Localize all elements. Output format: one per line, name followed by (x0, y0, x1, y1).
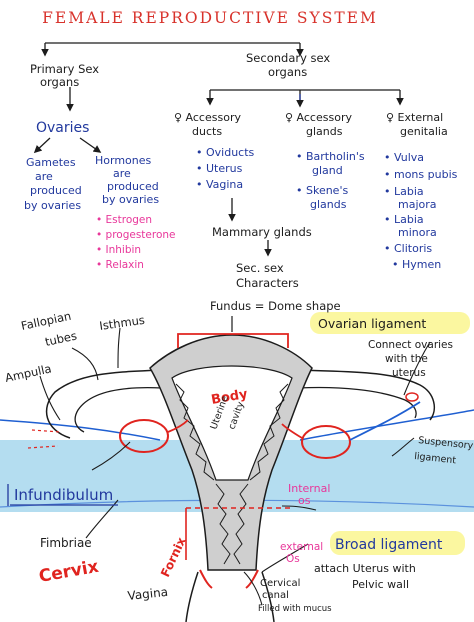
uterus-body-label: Body (210, 387, 249, 408)
fallopian-tube-right-inner (297, 386, 417, 419)
ovary-left (119, 419, 169, 453)
ovarian-ligament-left (167, 419, 189, 433)
hormones-line-4: by ovaries (102, 193, 159, 206)
genitalia-item: • Labia (384, 185, 424, 198)
genitalia-item: • Labia (384, 213, 424, 226)
glands-heading-2: glands (306, 125, 343, 138)
ovaries-label: Ovaries (36, 120, 89, 136)
attach-label-2: Pelvic wall (352, 578, 409, 591)
genitalia-heading: ♀ External (386, 111, 443, 124)
glands-item: • Bartholin's (296, 150, 365, 163)
fornix-label: Fornix (158, 535, 189, 579)
hormone-item: • Estrogen (96, 214, 152, 226)
fornix-red-left (199, 569, 213, 589)
secondary-organs-label-2: organs (268, 65, 307, 79)
fallopian-tube-left (45, 369, 161, 439)
isthmus-label: Isthmus (98, 313, 145, 333)
cervical-canal-zigzag-left (215, 483, 231, 565)
primary-organs-label-2: organs (40, 75, 79, 89)
gametes-line-4: by ovaries (24, 199, 81, 212)
fundus-label: Fundus = Dome shape (210, 299, 341, 313)
gametes-line-3: produced (30, 184, 82, 197)
ovarian-ligament-marker (405, 392, 419, 402)
hormone-item: • Inhibin (96, 244, 141, 256)
fimbriae-label: Fimbriae (40, 536, 92, 550)
cervical-canal-label-3: Filled with mucus (258, 604, 332, 614)
gametes-line-2: are (35, 170, 53, 183)
vagina-label: Vagina (127, 585, 169, 603)
cervix-label: Cervix (37, 557, 100, 587)
genitalia-item: • Clitoris (384, 242, 432, 255)
internal-os-label: Internal (288, 482, 330, 495)
infundibulum-label: Infundibulum (14, 486, 113, 504)
fundus-bracket (177, 333, 289, 348)
broad-ligament-label: Broad ligament (335, 537, 443, 553)
genitalia-item: minora (398, 226, 437, 239)
gametes-line-1: Gametes (26, 156, 76, 169)
fallopian-tube-right (299, 369, 436, 421)
tree-connectors (33, 42, 404, 257)
ducts-item: • Vagina (196, 178, 243, 191)
connect-label-2: with the (385, 353, 428, 365)
hormone-item: • Relaxin (96, 259, 144, 271)
ovary-right (301, 425, 351, 459)
glands-item: glands (310, 198, 347, 211)
page-title: FEMALE REPRODUCTIVE SYSTEM (42, 9, 378, 27)
mammary-glands-label: Mammary glands (212, 225, 312, 239)
fallopian-tubes-label: Fallopian (20, 309, 73, 333)
broad-ligament-edge-left (0, 419, 161, 441)
external-os-label: external (280, 541, 323, 553)
internal-os-label-2: os (298, 494, 311, 507)
connect-label-3: uterus (392, 367, 426, 379)
glands-item: gland (312, 164, 343, 177)
secondary-organs-label: Secondary sex (246, 51, 330, 65)
broad-ligament-edge-right (299, 409, 474, 441)
endometrium-zigzag-left (175, 383, 215, 481)
ducts-item: • Oviducts (196, 146, 255, 159)
ovarian-ligament-highlight (310, 312, 470, 334)
endometrium-zigzag-right (249, 383, 289, 481)
broad-ligament-highlight (330, 531, 465, 555)
genitalia-heading-2: genitalia (400, 125, 448, 138)
ovarian-ligament-right (281, 423, 303, 439)
ovarian-ligament-label: Ovarian ligament (318, 316, 426, 331)
hormone-item: • progesterone (96, 229, 176, 241)
fimbriae-dash (27, 429, 61, 449)
suspensory-ligament-label-2: ligament (414, 451, 457, 466)
external-os-label-2: Os (286, 553, 300, 565)
sec-sex-characters-label: Sec. sex (236, 261, 284, 275)
suspensory-ligament (349, 401, 421, 441)
cervical-canal-label: Cervical (260, 578, 300, 589)
cervical-canal-label-2: canal (262, 590, 289, 601)
hormones-line-1: Hormones (95, 154, 152, 167)
fallopian-tubes-label-2: tubes (44, 329, 78, 349)
genitalia-item: majora (398, 198, 437, 211)
sec-sex-characters-label-2: Characters (236, 276, 299, 290)
glands-heading: ♀ Accessory (285, 111, 352, 124)
hormones-line-3: produced (107, 180, 159, 193)
ducts-item: • Uterus (196, 162, 243, 175)
genitalia-item: • Vulva (384, 151, 424, 164)
attach-label: attach Uterus with (314, 562, 416, 575)
genitalia-item: • Hymen (392, 258, 441, 271)
fallopian-tube-left-inner (74, 386, 163, 433)
ampulla-label: Ampulla (4, 361, 53, 384)
hormones-line-2: are (113, 167, 131, 180)
ducts-heading-2: ducts (192, 125, 222, 138)
glands-item: • Skene's (296, 184, 348, 197)
vagina-outline (185, 571, 275, 622)
primary-organs-label: Primary Sex (30, 62, 99, 76)
fornix-red-right (245, 569, 259, 589)
connect-label: Connect ovaries (368, 339, 453, 351)
ducts-heading: ♀ Accessory (174, 111, 241, 124)
genitalia-item: • mons pubis (384, 168, 458, 181)
cervical-canal-zigzag-right (233, 483, 249, 565)
leader-lines (39, 327, 431, 606)
